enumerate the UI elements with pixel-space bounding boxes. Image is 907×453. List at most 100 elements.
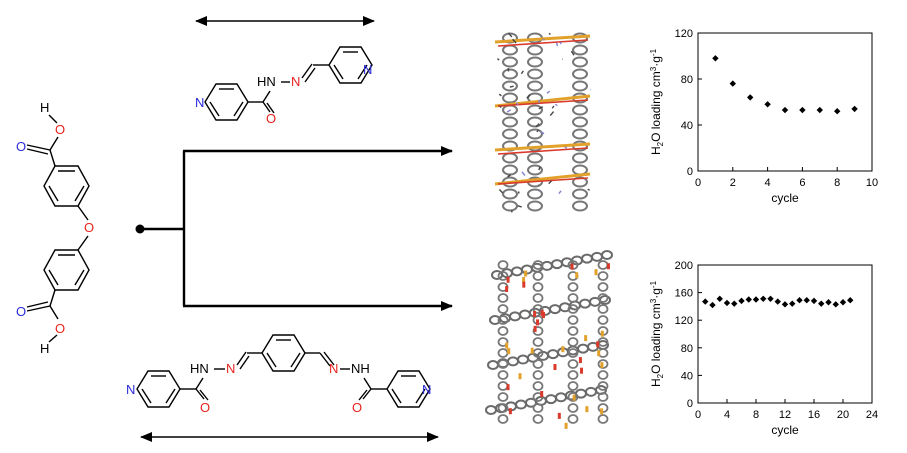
framework-metal-node <box>530 347 534 354</box>
framework-ring <box>527 128 543 140</box>
framework-ring <box>532 271 544 281</box>
y-tick-label: 40 <box>681 120 693 132</box>
data-point <box>789 300 796 307</box>
framework-bond <box>535 123 540 128</box>
framework-metal-node <box>585 406 589 413</box>
framework-ring <box>527 44 543 56</box>
framework-ring <box>572 104 588 116</box>
data-point <box>796 296 803 304</box>
framework-ring <box>502 128 518 140</box>
framework-bond <box>548 180 552 185</box>
framework-bond <box>498 189 504 194</box>
x-tick-label: 4 <box>765 177 771 189</box>
framework-metal-node <box>557 412 561 419</box>
framework-ring <box>497 304 509 314</box>
framework-ring <box>497 337 509 347</box>
framework-metal-node <box>564 422 568 429</box>
y-axis-label-part: 3 <box>649 298 658 303</box>
framework-bond <box>498 93 502 97</box>
y-axis-label: H2O loading cm3·g-1 <box>649 280 665 387</box>
framework-metal-node <box>522 277 526 284</box>
data-point <box>832 301 839 308</box>
framework-metal-node <box>572 394 576 401</box>
framework-ring <box>497 403 509 413</box>
framework-ring <box>502 164 518 176</box>
framework-strut <box>497 147 589 155</box>
framework-metal-node <box>596 341 600 348</box>
framework-ring <box>502 116 518 128</box>
framework-ring <box>597 271 609 281</box>
framework-ring <box>601 250 613 260</box>
x-tick-label: 0 <box>695 409 701 421</box>
framework-ring <box>567 315 579 325</box>
framework-ring <box>532 403 544 413</box>
framework-ring <box>497 260 509 270</box>
framework-metal-node <box>506 276 510 283</box>
framework-bond <box>496 58 500 61</box>
framework-ring <box>497 381 509 391</box>
y-axis-label-part: 2 <box>656 141 665 146</box>
framework-bond <box>564 146 568 149</box>
framework-ring <box>567 293 579 303</box>
framework-bond <box>538 166 541 171</box>
framework-ring <box>547 349 559 360</box>
framework-ring <box>541 260 553 271</box>
framework-ring <box>555 392 567 403</box>
framework-metal-node <box>606 263 610 270</box>
framework-ring <box>591 251 603 262</box>
atom-h-bottom: H <box>40 341 49 356</box>
framework-ring <box>532 414 544 424</box>
framework-ring <box>532 337 544 347</box>
framework-ring <box>527 68 543 80</box>
data-point <box>752 296 760 303</box>
framework-ring <box>502 92 518 104</box>
framework-strut <box>497 39 589 47</box>
atom-n-pyridine-left: N <box>195 95 204 110</box>
atom-o-bottom-hydroxyl: O <box>55 321 65 336</box>
framework-ring <box>597 414 609 424</box>
framework-metal-node <box>507 348 511 355</box>
x-tick-label: 0 <box>695 177 701 189</box>
framework-bond <box>526 94 531 99</box>
y-axis-label-part: 2 <box>656 373 665 378</box>
framework-strut <box>494 142 591 152</box>
framework-ring <box>579 298 591 309</box>
x-tick-label: 6 <box>799 177 805 189</box>
framework-metal-node <box>540 309 544 316</box>
framework-metal-node <box>600 330 604 337</box>
framework-ring <box>567 414 579 424</box>
y-axis-label-part: H <box>649 378 663 387</box>
framework-metal-node <box>540 391 544 398</box>
atom-o-ether: O <box>84 220 94 235</box>
data-point <box>702 298 709 305</box>
y-axis-label: H2O loading cm3·g-1 <box>649 48 665 155</box>
framework-bond <box>507 174 512 178</box>
data-point <box>774 298 781 305</box>
framework-strut <box>494 172 591 186</box>
oxybisbenzoic-acid-structure: H O O O O O H <box>16 100 94 356</box>
framework-structure-bottom <box>485 250 613 429</box>
x-axis-label: cycle <box>771 191 799 205</box>
framework-ring <box>572 68 588 80</box>
framework-ring <box>497 359 509 369</box>
y-axis-label-part: -1 <box>649 280 658 288</box>
framework-ring <box>567 359 579 369</box>
framework-ring <box>527 104 543 116</box>
framework-metal-node <box>533 325 537 332</box>
framework-ring <box>502 56 518 68</box>
framework-ring <box>532 326 544 336</box>
framework-ring <box>497 392 509 402</box>
framework-ring <box>597 304 609 314</box>
y-tick-label: 80 <box>681 343 693 355</box>
framework-ring <box>527 164 543 176</box>
framework-ring <box>532 381 544 391</box>
framework-ring <box>527 116 543 128</box>
framework-bond <box>548 32 551 36</box>
atom-o-carbonyl-short: O <box>266 111 276 126</box>
framework-ring <box>585 386 597 397</box>
framework-metal-node <box>600 408 604 415</box>
framework-ring <box>507 356 519 367</box>
x-tick-label: 8 <box>753 409 759 421</box>
framework-ring <box>497 348 509 358</box>
